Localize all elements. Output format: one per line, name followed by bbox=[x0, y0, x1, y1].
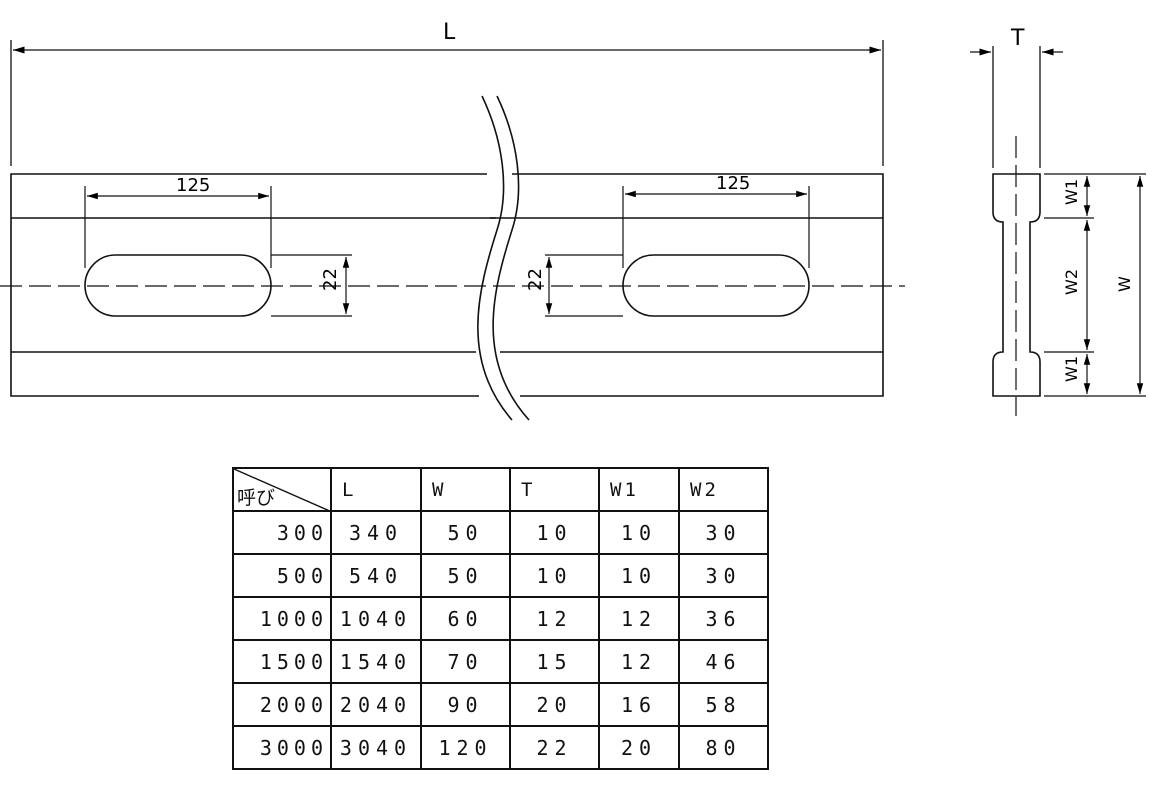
cell-T: 10 bbox=[509, 510, 600, 555]
dim-label-W1-bottom: W1 bbox=[1062, 356, 1081, 382]
cell-L: 3040 bbox=[330, 725, 422, 770]
section-outline bbox=[992, 173, 1041, 397]
header-W: W bbox=[420, 467, 511, 512]
rail-outline-left bbox=[10, 173, 487, 397]
dim-label-W: W bbox=[1115, 276, 1134, 292]
dim-label-W1-top: W1 bbox=[1062, 179, 1081, 205]
cell-T: 15 bbox=[509, 639, 600, 684]
cell-W1: 12 bbox=[598, 596, 680, 641]
table-header-row: 呼び L W T W1 W2 bbox=[232, 467, 769, 512]
side-view bbox=[992, 173, 1041, 397]
cell-W2: 30 bbox=[678, 553, 769, 598]
cell-T: 20 bbox=[509, 682, 600, 727]
cell-T: 22 bbox=[509, 725, 600, 770]
table-row: 1000 1040 60 12 12 36 bbox=[232, 596, 769, 641]
header-W1: W1 bbox=[598, 467, 680, 512]
table-row: 1500 1540 70 15 12 46 bbox=[232, 639, 769, 684]
header-T: T bbox=[509, 467, 600, 512]
dim-label-W2: W2 bbox=[1062, 269, 1081, 295]
cell-W2: 30 bbox=[678, 510, 769, 555]
cell-W1: 20 bbox=[598, 725, 680, 770]
dim-label-slot-right-width: 22 bbox=[525, 268, 546, 291]
cell-W: 50 bbox=[420, 553, 511, 598]
header-L: L bbox=[330, 467, 422, 512]
cell-name: 1500 bbox=[232, 639, 332, 684]
cell-L: 1040 bbox=[330, 596, 422, 641]
cell-name: 1000 bbox=[232, 596, 332, 641]
dim-label-T: T bbox=[1010, 26, 1025, 51]
dim-label-slot-left-width: 22 bbox=[320, 268, 341, 291]
cell-W1: 16 bbox=[598, 682, 680, 727]
break-line-2 bbox=[492, 95, 530, 421]
cell-W: 50 bbox=[420, 510, 511, 555]
cell-W1: 10 bbox=[598, 553, 680, 598]
cell-T: 10 bbox=[509, 553, 600, 598]
cell-L: 1540 bbox=[330, 639, 422, 684]
cell-W1: 12 bbox=[598, 639, 680, 684]
cell-W: 90 bbox=[420, 682, 511, 727]
cell-W1: 10 bbox=[598, 510, 680, 555]
cell-W: 120 bbox=[420, 725, 511, 770]
cell-W2: 46 bbox=[678, 639, 769, 684]
corner-label: 呼び bbox=[237, 487, 276, 509]
cell-L: 2040 bbox=[330, 682, 422, 727]
table-corner-cell: 呼び bbox=[232, 467, 332, 512]
cell-W: 70 bbox=[420, 639, 511, 684]
table-row: 500 540 50 10 10 30 bbox=[232, 553, 769, 598]
break-line-1 bbox=[477, 95, 513, 421]
cell-L: 340 bbox=[330, 510, 422, 555]
rail-outline-right bbox=[512, 173, 884, 397]
cell-L: 540 bbox=[330, 553, 422, 598]
dim-label-slot-left-length: 125 bbox=[176, 175, 210, 196]
table-row: 2000 2040 90 20 16 58 bbox=[232, 682, 769, 727]
table-row: 3000 3040 120 22 20 80 bbox=[232, 725, 769, 770]
table-row: 300 340 50 10 10 30 bbox=[232, 510, 769, 555]
cell-name: 3000 bbox=[232, 725, 332, 770]
header-W2: W2 bbox=[678, 467, 769, 512]
dim-label-slot-right-length: 125 bbox=[716, 173, 750, 194]
cell-W: 60 bbox=[420, 596, 511, 641]
cell-W2: 36 bbox=[678, 596, 769, 641]
cell-name: 300 bbox=[232, 510, 332, 555]
dim-label-L: L bbox=[443, 20, 456, 45]
cell-name: 500 bbox=[232, 553, 332, 598]
cell-name: 2000 bbox=[232, 682, 332, 727]
cell-W2: 58 bbox=[678, 682, 769, 727]
dimension-L bbox=[10, 40, 884, 166]
spec-table: 呼び L W T W1 W2 300 340 50 10 10 30 500 5… bbox=[232, 467, 769, 770]
front-view bbox=[10, 95, 884, 421]
cell-T: 12 bbox=[509, 596, 600, 641]
cell-W2: 80 bbox=[678, 725, 769, 770]
